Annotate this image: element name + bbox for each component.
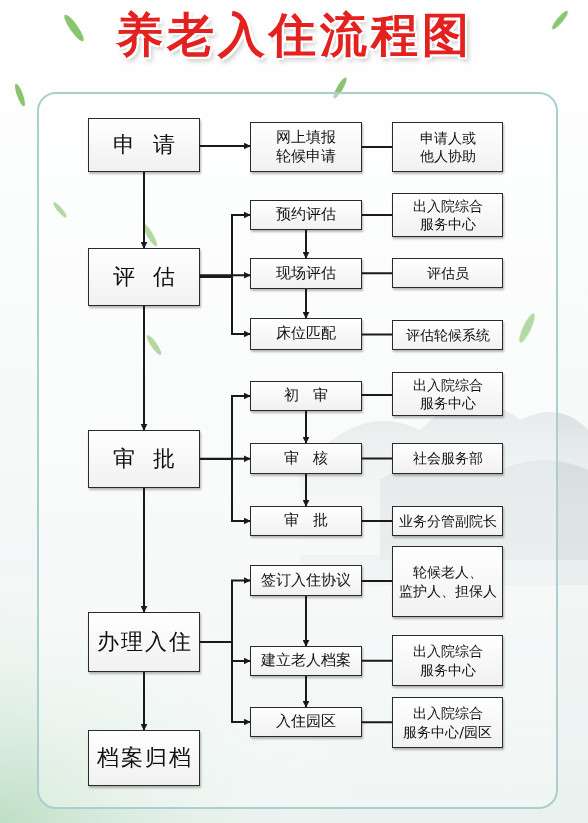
flow-arrow xyxy=(143,306,145,430)
responsible-box: 申请人或 他人协助 xyxy=(392,122,503,172)
flow-arrow xyxy=(200,458,250,460)
flow-arrow xyxy=(143,488,145,612)
step-box: 网上填报 轮候申请 xyxy=(250,122,362,172)
flow-arrow xyxy=(200,581,250,643)
box-text: 审批 xyxy=(270,511,342,531)
step-box: 入住园区 xyxy=(250,707,362,737)
box-text: 预约评估 xyxy=(276,205,336,225)
box-text: 现场评估 xyxy=(276,264,336,284)
responsible-box: 业务分管副院长 xyxy=(392,506,503,536)
connector-line xyxy=(362,394,392,396)
connector-line xyxy=(362,458,392,460)
flow-arrow xyxy=(305,411,307,443)
responsible-box: 评估员 xyxy=(392,258,503,288)
stage-box: 档案归档 xyxy=(88,730,200,786)
flow-arrow xyxy=(200,215,250,277)
flow-arrow xyxy=(305,474,307,506)
stage-box: 办理入住 xyxy=(88,612,200,672)
flow-arrow xyxy=(305,230,307,258)
box-text: 轮候老人、 监护人、担保人 xyxy=(397,563,498,599)
flow-arrow xyxy=(200,145,250,147)
responsible-box: 出入院综合 服务中心 xyxy=(392,372,503,416)
box-text: 初审 xyxy=(270,386,342,406)
flow-arrow xyxy=(305,596,307,646)
connector-line xyxy=(362,520,392,522)
box-text: 档案归档 xyxy=(95,744,193,773)
connector-line xyxy=(362,334,392,336)
step-box: 审批 xyxy=(250,506,362,536)
responsible-box: 社会服务部 xyxy=(392,443,503,474)
step-box: 床位匹配 xyxy=(250,318,362,350)
box-text: 出入院综合 服务中心 xyxy=(397,376,498,412)
connector-line xyxy=(362,146,392,148)
flow-arrow xyxy=(200,274,250,276)
step-box: 签订入住协议 xyxy=(250,565,362,596)
box-text: 评估 xyxy=(95,263,193,292)
box-text: 申请人或 他人协助 xyxy=(397,129,498,165)
box-text: 签订入住协议 xyxy=(261,571,351,591)
flow-arrow xyxy=(200,642,250,661)
box-text: 建立老人档案 xyxy=(261,651,351,671)
box-text: 床位匹配 xyxy=(276,324,336,344)
box-text: 社会服务部 xyxy=(413,449,483,467)
step-box: 审核 xyxy=(250,443,362,474)
flow-arrow xyxy=(305,676,307,707)
box-text: 网上填报 轮候申请 xyxy=(255,128,357,167)
connector-line xyxy=(362,660,392,662)
connector-line xyxy=(362,580,392,582)
stage-box: 评估 xyxy=(88,248,200,306)
box-text: 申请 xyxy=(95,131,193,160)
connector-line xyxy=(362,214,392,216)
flow-arrow xyxy=(305,289,307,318)
flow-arrow xyxy=(200,396,250,459)
box-text: 评估员 xyxy=(427,264,469,282)
chart-title: 养老入住流程图 xyxy=(0,4,588,66)
step-box: 初审 xyxy=(250,381,362,411)
step-box: 现场评估 xyxy=(250,258,362,289)
box-text: 出入院综合 服务中心 xyxy=(397,642,498,678)
box-text: 业务分管副院长 xyxy=(399,512,497,530)
flow-arrow xyxy=(200,459,250,521)
flow-arrow xyxy=(143,172,145,248)
responsible-box: 轮候老人、 监护人、担保人 xyxy=(392,546,503,617)
box-text: 评估轮候系统 xyxy=(406,326,490,344)
responsible-box: 出入院综合 服务中心 xyxy=(392,635,503,686)
step-box: 预约评估 xyxy=(250,200,362,230)
outer-frame xyxy=(38,93,557,808)
stage-box: 审批 xyxy=(88,430,200,488)
flow-arrow xyxy=(200,277,250,334)
box-text: 审批 xyxy=(95,445,193,474)
box-text: 入住园区 xyxy=(276,712,336,732)
flow-arrow xyxy=(143,672,145,730)
responsible-box: 出入院综合 服务中心 xyxy=(392,193,503,237)
connector-line xyxy=(362,721,392,723)
responsible-box: 评估轮候系统 xyxy=(392,320,503,350)
step-box: 建立老人档案 xyxy=(250,646,362,676)
connector-line xyxy=(362,272,392,274)
box-text: 出入院综合 服务中心/园区 xyxy=(397,704,498,740)
box-text: 审核 xyxy=(270,449,342,469)
box-text: 办理入住 xyxy=(95,628,193,657)
stage-box: 申请 xyxy=(88,118,200,172)
flow-arrow xyxy=(200,642,250,722)
responsible-box: 出入院综合 服务中心/园区 xyxy=(392,697,503,748)
box-text: 出入院综合 服务中心 xyxy=(397,197,498,233)
